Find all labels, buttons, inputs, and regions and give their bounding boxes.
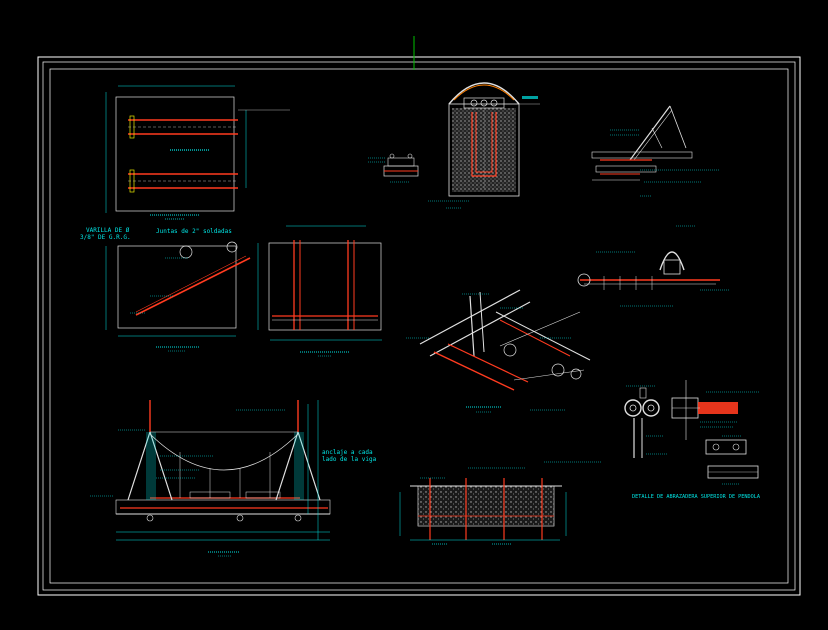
detalle-title: DETALLE DE ABRAZADERA SUPERIOR DE PENDOL… [632,494,761,500]
elevation-bottom-left: anclaje a cada lado de la viga [90,400,377,557]
section-bottom-center [399,461,602,545]
plan-view-middle-left: VARILLA DE Ø 3/8" DE G.R.G. Juntas de 2"… [80,227,251,352]
varilla-size-label: 3/8" DE G.R.G. [80,234,131,241]
small-anchor-detail [368,153,419,183]
plan-view-top-left [105,85,290,220]
varilla-label: VARILLA DE Ø [86,227,130,234]
stair-anchor-detail-top-right [591,105,720,197]
frame-elevation-middle [257,225,382,357]
juntas-label: Juntas de 2" soldadas [156,228,232,235]
border-frames [37,56,801,596]
anclaje-note-line-1: anclaje a cada [322,449,373,456]
isometric-detail-center [406,289,591,413]
abrazadera-detail-bottom-right: DETALLE DE ABRAZADERA SUPERIOR DE PENDOL… [624,380,761,500]
anclaje-note-line-2: lado de la viga [322,456,377,463]
clamp-detail-right-middle [577,225,730,307]
pier-section-top-center [428,82,540,209]
